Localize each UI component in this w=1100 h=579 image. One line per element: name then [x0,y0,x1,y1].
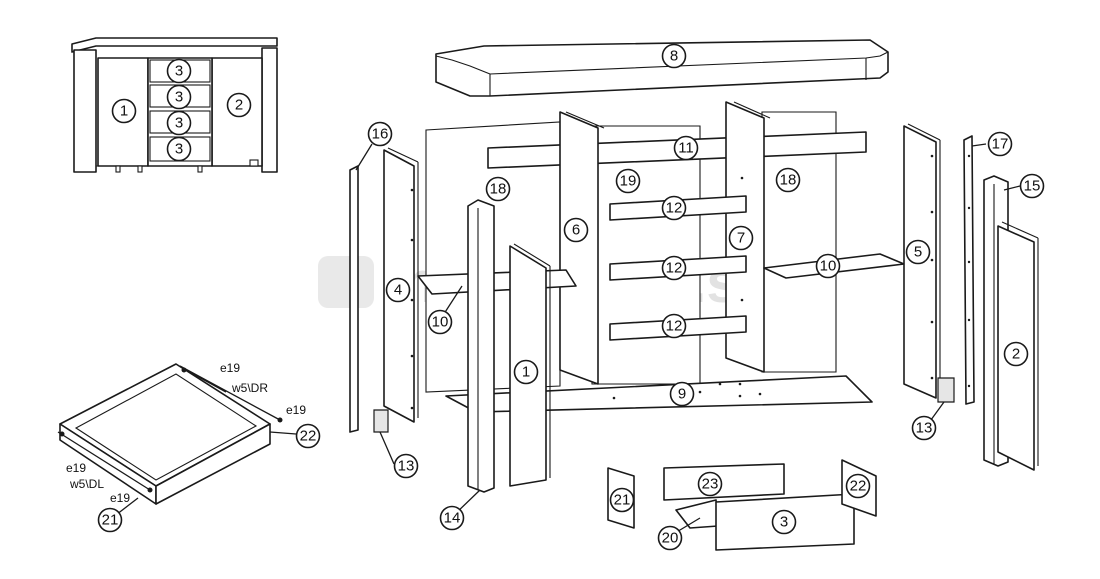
svg-text:12: 12 [666,200,683,217]
svg-text:13: 13 [398,458,415,475]
callout-overview-2: 2 [226,92,252,118]
callout-drawer-back: 23 [697,471,723,497]
callout-overview-1: 1 [111,98,137,124]
callout-shelf-small-3: 12 [661,313,687,339]
callout-drawer-bottom: 20 [657,525,683,551]
callout-overview-3b: 3 [166,84,192,110]
callout-drawer-front: 3 [771,509,797,535]
callout-overview-3c: 3 [166,110,192,136]
callout-shelf-right: 10 [815,253,841,279]
svg-text:3: 3 [175,141,183,158]
drawer-parts [607,459,877,551]
hardware-labels: e19 w5\DR e19 e19 w5\DL e19 [66,361,306,505]
svg-text:18: 18 [780,172,797,189]
hardware-e19-left: e19 [66,461,86,475]
svg-text:9: 9 [678,386,686,403]
svg-text:2: 2 [1012,346,1020,363]
callouts: 1 2 3 3 3 3 8 11 18 19 18 12 12 12 6 7 1… [97,43,1045,551]
callout-back-panel-right: 18 [775,167,801,193]
callout-back-panel-left: 18 [485,176,511,202]
drawer-assembly [57,363,283,505]
callout-cross-rail: 11 [673,135,699,161]
svg-text:1: 1 [522,364,530,381]
left-post [467,199,495,493]
callout-overview-3a: 3 [166,58,192,84]
callout-post-left: 14 [439,505,465,531]
callout-shelf-left: 10 [427,309,453,335]
callout-foot-right: 13 [911,415,937,441]
svg-text:3: 3 [175,115,183,132]
svg-text:1: 1 [120,103,128,120]
callout-top-board: 8 [661,43,687,69]
svg-text:17: 17 [992,136,1009,153]
callout-drawer-assembly-right: 22 [295,423,321,449]
right-strip [963,135,975,405]
svg-text:5: 5 [914,244,922,261]
callout-overview-3d: 3 [166,136,192,162]
callout-foot-left: 13 [393,453,419,479]
svg-text:11: 11 [678,140,694,157]
svg-text:23: 23 [702,476,719,493]
svg-text:21: 21 [102,512,119,529]
svg-text:18: 18 [490,181,507,198]
svg-text:10: 10 [432,314,449,331]
callout-drawer-side-right: 22 [845,473,871,499]
svg-text:14: 14 [444,510,461,527]
callout-drawer-side-left: 21 [609,487,635,513]
callout-door-left: 1 [513,359,539,385]
svg-text:20: 20 [662,530,679,547]
callout-shelf-small-2: 12 [661,255,687,281]
callout-post-right: 15 [1019,173,1045,199]
svg-text:3: 3 [175,63,183,80]
svg-text:3: 3 [780,514,788,531]
svg-text:2: 2 [235,97,243,114]
callout-door-right: 2 [1003,341,1029,367]
callout-divider-left: 6 [563,217,589,243]
hardware-w5-dr: w5\DR [231,381,268,395]
svg-text:22: 22 [300,428,317,445]
hardware-w5-dl: w5\DL [69,477,104,491]
right-side-assembly [903,123,955,403]
svg-text:16: 16 [372,126,389,143]
svg-text:3: 3 [175,89,183,106]
callout-shelf-small-1: 12 [661,195,687,221]
callout-strip-left: 16 [367,121,393,147]
callout-drawer-assembly-left: 21 [97,507,123,533]
callout-side-left: 4 [385,277,411,303]
small-shelves [609,195,747,341]
svg-text:21: 21 [614,492,631,509]
svg-text:22: 22 [850,478,867,495]
svg-text:6: 6 [572,222,580,239]
svg-text:7: 7 [737,230,745,247]
svg-text:15: 15 [1024,178,1041,195]
callout-back-panel-center: 19 [615,168,641,194]
svg-text:10: 10 [820,258,837,275]
callout-strip-right: 17 [987,131,1013,157]
svg-text:12: 12 [666,260,683,277]
hardware-e19-top: e19 [220,361,240,375]
svg-text:8: 8 [670,48,678,65]
svg-text:13: 13 [916,420,933,437]
svg-text:12: 12 [666,318,683,335]
callout-bottom-board: 9 [669,381,695,407]
svg-text:4: 4 [394,282,402,299]
watermark-logo-icon [318,256,374,308]
hardware-e19-right: e19 [286,403,306,417]
hardware-e19-bottom: e19 [110,491,130,505]
callout-side-right: 5 [905,239,931,265]
svg-text:19: 19 [620,173,637,190]
callout-divider-right: 7 [728,225,754,251]
top-board [435,39,889,97]
